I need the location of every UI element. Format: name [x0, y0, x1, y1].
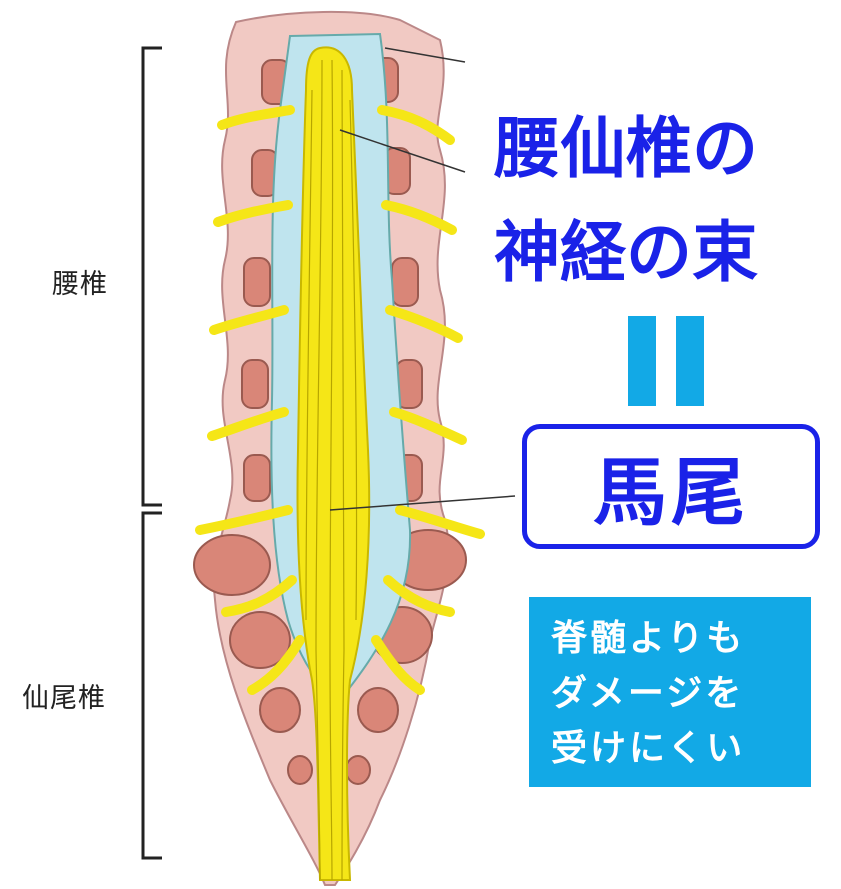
headline-line2: 神経の束	[494, 214, 758, 292]
equals-bar-right	[676, 316, 704, 406]
note-box: 脊髄よりも ダメージを 受けにくい	[529, 597, 811, 787]
equals-sign	[628, 316, 708, 406]
note-line-3: 受けにくい	[551, 721, 793, 776]
note-line-2: ダメージを	[551, 666, 793, 721]
headline-line1: 腰仙椎の	[494, 110, 758, 188]
equals-bar-left	[628, 316, 656, 406]
term-box: 馬尾	[522, 424, 820, 549]
term-text: 馬尾	[593, 433, 749, 540]
sacral-bracket	[143, 513, 162, 858]
sacrococcygeal-label: 仙尾椎	[22, 676, 106, 715]
note-line-1: 脊髄よりも	[551, 611, 793, 666]
lumbar-label: 腰椎	[52, 262, 108, 301]
lumbar-bracket	[143, 48, 162, 505]
